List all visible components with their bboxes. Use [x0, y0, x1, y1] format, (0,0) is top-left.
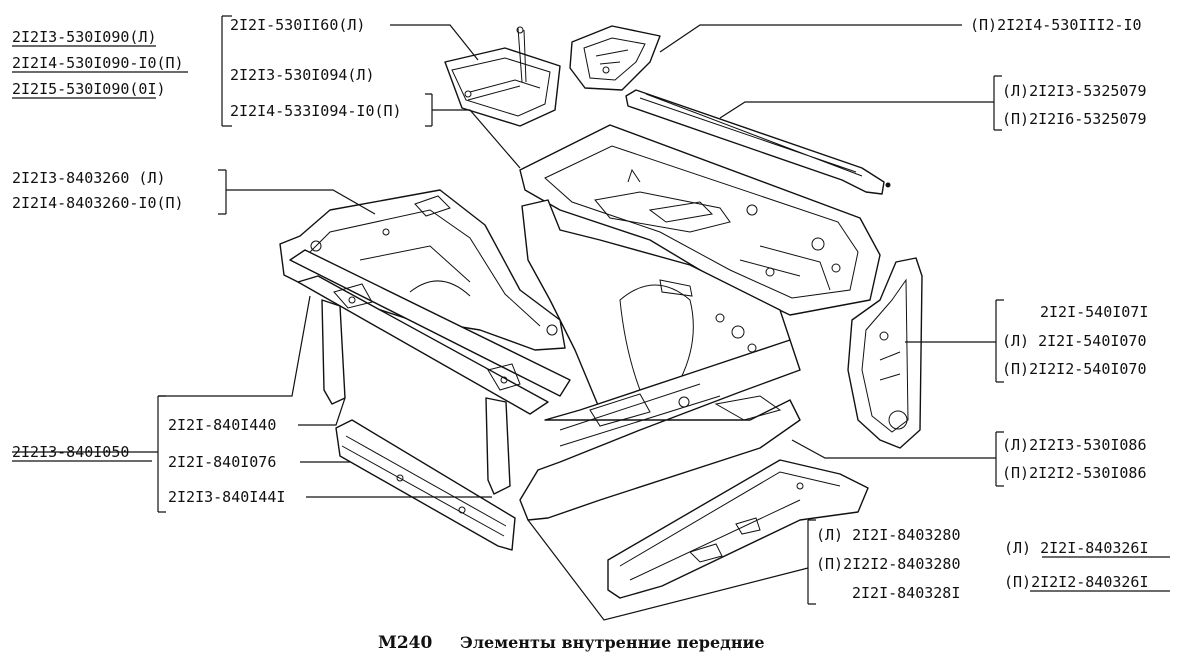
label-l07: (П)2I2I4-530III2-I0 — [970, 16, 1142, 34]
label-l02: 2I2I4-530I090-I0(П) — [12, 54, 184, 72]
label-l06: 2I2I4-533I094-I0(П) — [230, 102, 402, 120]
caption-code: M240 — [378, 633, 432, 653]
label-l25: (П)2I2I2-840326I — [1004, 573, 1149, 591]
label-l11: 2I2I4-8403260-I0(П) — [12, 194, 184, 212]
label-l23: 2I2I-840328I — [852, 584, 960, 602]
label-l21: (Л) 2I2I-8403280 — [816, 526, 961, 544]
battery-tray-drawing — [444, 26, 561, 127]
caption-title: Элементы внутренние передние — [460, 633, 765, 652]
label-l15: 2I2I-840I440 — [168, 416, 276, 434]
label-l08: (Л)2I2I3-5325079 — [1002, 82, 1147, 100]
shelf-bracket-drawing — [569, 25, 661, 91]
label-l24: (Л) 2I2I-840326I — [1004, 539, 1149, 557]
part-labels: 2I2I3-530I090(Л) 2I2I4-530I090-I0(П) 2I2… — [12, 16, 1170, 602]
label-l18: 2I2I3-840I44I — [168, 488, 285, 506]
dash-rail-drawing — [625, 89, 891, 195]
label-l10: 2I2I3-8403260 (Л) — [12, 169, 166, 187]
label-l13: (Л) 2I2I-540I070 — [1002, 332, 1147, 350]
lower-longeron-drawing — [607, 459, 869, 599]
label-l17: 2I2I-840I076 — [168, 453, 276, 471]
front-crossbar-drawing — [335, 419, 516, 551]
label-l22: (П)2I2I2-8403280 — [816, 555, 961, 573]
label-l14: (П)2I2I2-540I070 — [1002, 360, 1147, 378]
label-l01: 2I2I3-530I090(Л) — [12, 28, 157, 46]
dash-panel-drawing — [519, 124, 881, 316]
label-l05: 2I2I3-530I094(Л) — [230, 66, 375, 84]
radiator-frame-drawing — [289, 249, 571, 495]
label-l09: (П)2I2I6-5325079 — [1002, 110, 1147, 128]
front-longeron-drawing — [519, 339, 801, 521]
label-l16: 2I2I3-840I050 — [12, 443, 129, 461]
label-l20: (П)2I2I2-530I086 — [1002, 464, 1147, 482]
side-panel-drawing — [847, 257, 923, 449]
label-l12: 2I2I-540I07I — [1040, 303, 1148, 321]
label-l04: 2I2I-530II60(Л) — [230, 16, 365, 34]
label-l03: 2I2I5-530I090(0I) — [12, 80, 166, 98]
label-l19: (Л)2I2I3-530I086 — [1002, 436, 1147, 454]
